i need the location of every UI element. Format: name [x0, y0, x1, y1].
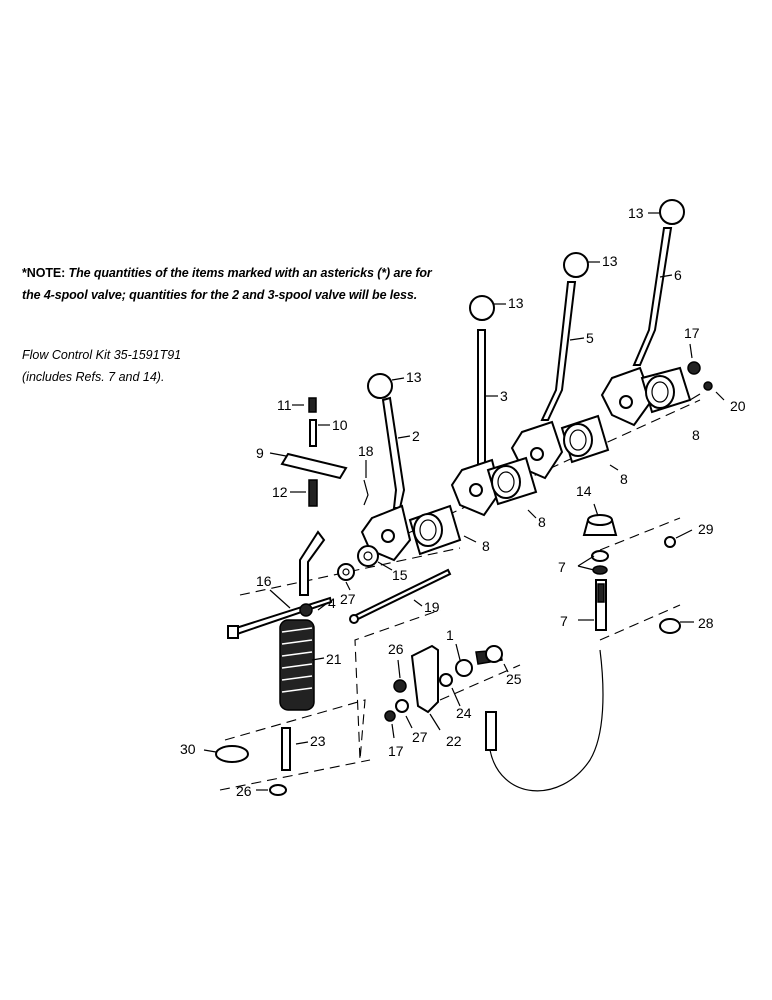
- stud-23: [281, 727, 291, 771]
- spool-body-8c: [560, 414, 610, 464]
- lever-6: [600, 199, 685, 427]
- linkage-rod: [299, 530, 326, 596]
- cap-30: [215, 745, 249, 763]
- callout-13c: 13: [602, 253, 618, 269]
- spring-pin-12: [308, 479, 318, 507]
- callout-13d: 13: [628, 205, 644, 221]
- o-ring-7a: [591, 550, 609, 562]
- callout-11: 11: [277, 397, 292, 413]
- callout-30: 30: [180, 741, 196, 757]
- callout-7a: 7: [558, 559, 566, 575]
- nut-17: [687, 361, 701, 375]
- spool-7: [595, 579, 607, 631]
- washer-26b: [269, 784, 287, 796]
- callout-25: 25: [506, 671, 522, 687]
- callout-2: 2: [412, 428, 420, 444]
- callout-20: 20: [730, 398, 746, 414]
- washer-27b: [395, 699, 409, 713]
- spacer-1: [455, 659, 473, 677]
- washer-27a: [337, 563, 355, 581]
- nut-17b: [384, 710, 396, 722]
- callout-28: 28: [698, 615, 714, 631]
- callout-16: 16: [256, 573, 272, 589]
- callout-3: 3: [500, 388, 508, 404]
- axis-line-3: [599, 517, 681, 551]
- callout-10: 10: [332, 417, 348, 433]
- washer-26a: [393, 679, 407, 693]
- callout-14: 14: [576, 483, 592, 499]
- knob-13d: [659, 199, 685, 225]
- spool-body-8d: [640, 366, 692, 414]
- callout-9: 9: [256, 445, 264, 461]
- spool-body-8b: [486, 456, 538, 506]
- spring-21: [279, 619, 315, 711]
- callout-17a: 17: [684, 325, 700, 341]
- control-cable: [489, 649, 604, 792]
- callout-17b: 17: [388, 743, 404, 759]
- axis-line-7: [439, 664, 521, 701]
- bolt-25: [475, 645, 503, 665]
- spool-axis-line: [359, 399, 701, 556]
- spool-body-8a: [408, 504, 462, 556]
- callout-21: 21: [326, 651, 342, 667]
- axis-line-5: [224, 609, 441, 761]
- bracket-22: [410, 644, 439, 714]
- pin-10: [309, 419, 317, 447]
- kit-line-2: (includes Refs. 7 and 14).: [22, 370, 165, 384]
- callout-12: 12: [272, 484, 288, 500]
- kit-line-1: Flow Control Kit 35-1591T91: [22, 348, 182, 362]
- cotter-pin-18: [363, 479, 369, 506]
- knob-13a: [367, 373, 393, 399]
- spring-pin-11: [308, 397, 317, 413]
- callout-13b: 13: [508, 295, 524, 311]
- callout-26a: 26: [388, 641, 404, 657]
- callout-5: 5: [586, 330, 594, 346]
- axis-line-6: [219, 759, 371, 791]
- plug-29: [664, 536, 676, 548]
- note-body: The quantities of the items marked with …: [22, 266, 432, 302]
- callout-18: 18: [358, 443, 374, 459]
- note-prefix: *NOTE:: [22, 266, 66, 280]
- cap-28: [659, 618, 681, 634]
- cable-end: [485, 711, 497, 751]
- callout-8b: 8: [538, 514, 546, 530]
- callout-7b: 7: [560, 613, 568, 629]
- callout-22: 22: [446, 733, 462, 749]
- washer-20: [703, 381, 713, 391]
- callout-4: 4: [328, 595, 336, 611]
- axis-line-4: [599, 604, 681, 641]
- callout-26b: 26: [236, 783, 252, 799]
- callout-15: 15: [392, 567, 408, 583]
- callout-27b: 27: [412, 729, 428, 745]
- callout-27a: 27: [340, 591, 356, 607]
- lever-2: [360, 373, 412, 562]
- note-text: *NOTE: The quantities of the items marke…: [22, 262, 442, 306]
- callout-8a: 8: [482, 538, 490, 554]
- knob-13c: [563, 252, 589, 278]
- callout-8c: 8: [620, 471, 628, 487]
- callout-6: 6: [674, 267, 682, 283]
- callout-24: 24: [456, 705, 472, 721]
- callout-1: 1: [446, 627, 454, 643]
- o-ring-7b: [592, 565, 608, 575]
- lever-3: [450, 295, 502, 517]
- callout-8d: 8: [692, 427, 700, 443]
- bushing-24: [439, 673, 453, 687]
- callout-23: 23: [310, 733, 326, 749]
- callout-13a: 13: [406, 369, 422, 385]
- nut-4: [299, 603, 313, 617]
- rod-19: [349, 568, 452, 624]
- callout-29: 29: [698, 521, 714, 537]
- flow-control-kit-text: Flow Control Kit 35-1591T91 (includes Re…: [22, 344, 322, 388]
- plate-9: [280, 452, 348, 480]
- washer-15: [357, 545, 379, 567]
- callout-19: 19: [424, 599, 440, 615]
- knob-13b: [469, 295, 495, 321]
